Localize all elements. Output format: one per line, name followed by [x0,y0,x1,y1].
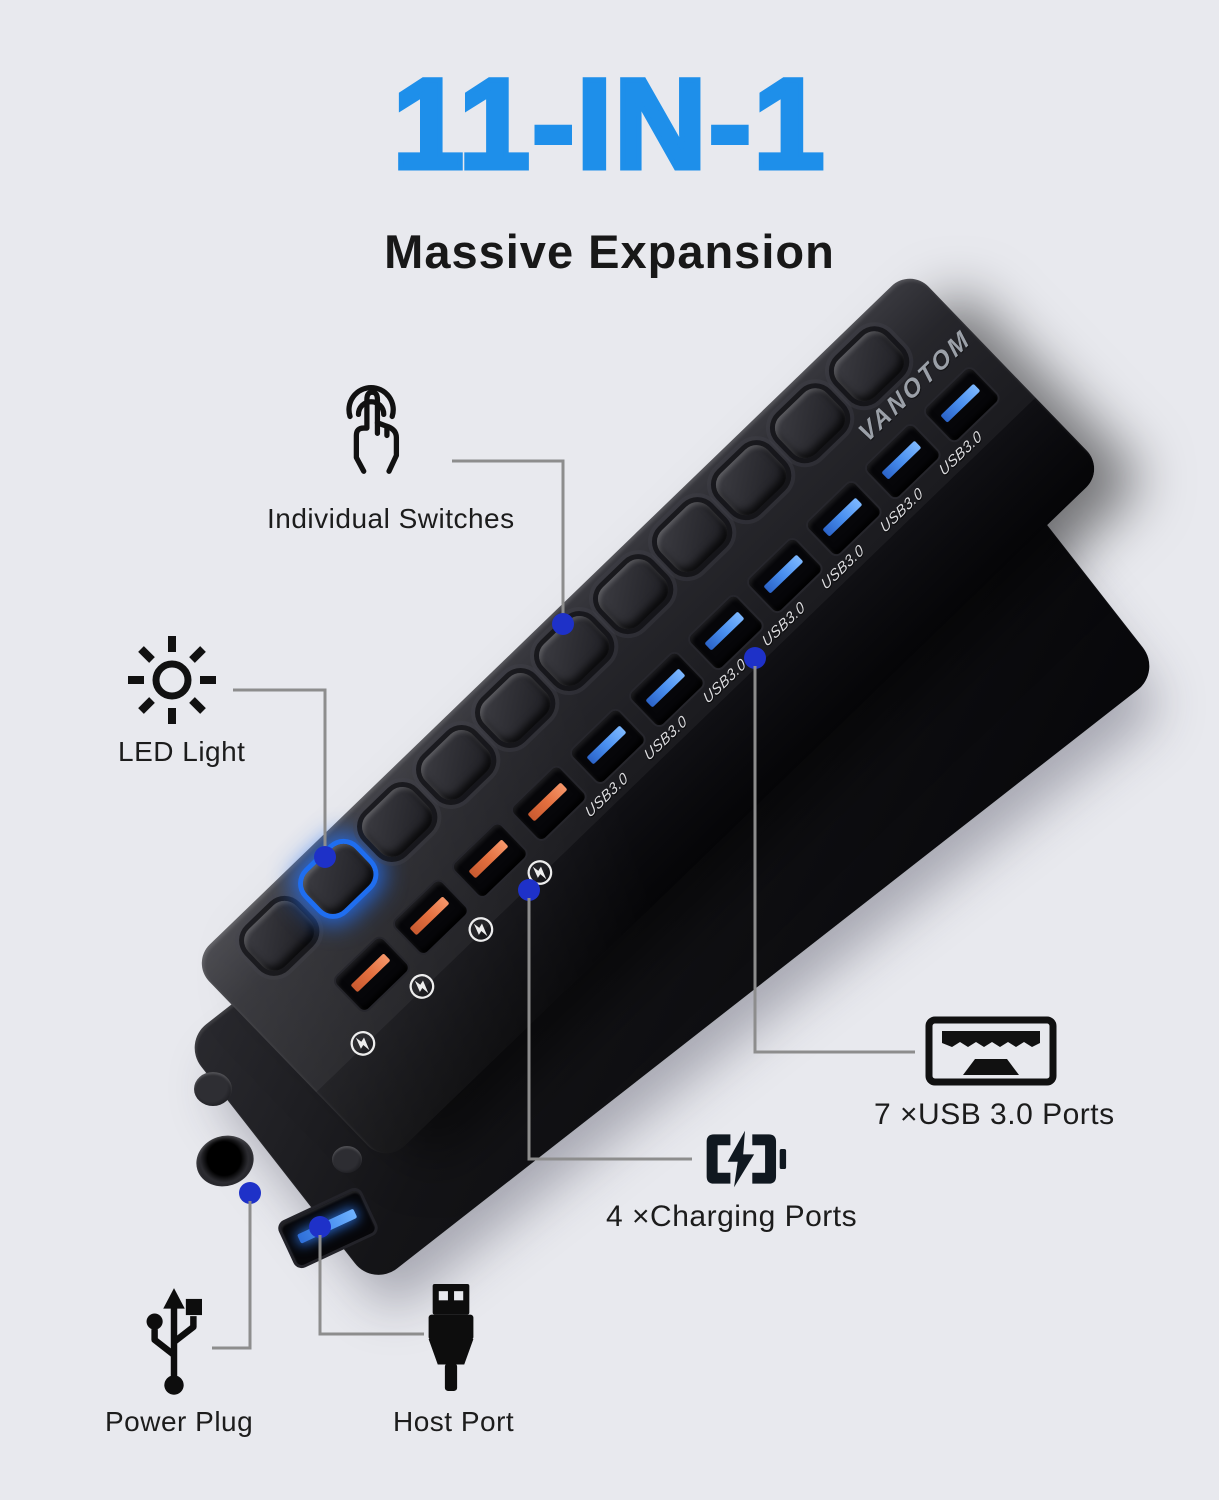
charging-port [448,819,532,942]
usb-trident-icon [138,1286,210,1398]
charging-port [507,762,591,885]
sun-icon [122,632,222,732]
rubber-foot [332,1146,362,1173]
lightning-circle-icon [403,968,440,1005]
port-tongue [586,725,627,765]
callout-usb-ports-label: 7 ×USB 3.0 Ports [874,1098,1115,1131]
usb-plug-icon [425,1282,477,1394]
dot-power-plug [239,1182,261,1204]
port-tongue [763,554,804,594]
switch-button [768,381,852,465]
usb3-port: USB3.0 [566,705,649,822]
page-subtitle: Massive Expansion [384,225,835,278]
port-tongue [409,896,450,936]
port-tongue [645,668,686,708]
usb3-port: USB3.0 [625,648,708,765]
usb3-port: USB3.0 [802,477,885,594]
callout-led-light-label: LED Light [118,736,246,767]
rubber-foot [194,1072,232,1106]
charging-port [330,933,414,1056]
port-tongue [468,839,509,879]
port-tongue [822,497,863,537]
line-power-plug [212,1201,252,1350]
page-title: 11-IN-1 [390,53,827,196]
switch-button [650,495,734,579]
battery-charging-icon [703,1130,787,1188]
port-tongue [881,440,922,480]
led-switch-button [296,837,381,921]
usb3-port: USB3.0 [743,534,826,651]
charging-port [389,876,473,999]
port-tongue [940,383,981,423]
switch-button [473,666,557,750]
line-individual-switches [452,459,565,618]
switch-button [709,438,793,522]
callout-host-port-label: Host Port [393,1406,515,1437]
callout-charging-ports-label: 4 ×Charging Ports [606,1200,858,1233]
port-tongue [704,611,745,651]
lightning-circle-icon [521,854,558,891]
switch-button [532,609,616,693]
callout-power-plug-label: Power Plug [105,1406,254,1437]
tap-icon [330,368,408,486]
power-jack-socket [189,1128,261,1194]
lightning-circle-icon [344,1025,381,1062]
line-led-light [233,688,327,850]
lightning-circle-icon [462,911,499,948]
switch-button [237,894,322,978]
switch-button [414,723,498,807]
port-tongue [296,1208,358,1244]
port-tongue [527,782,568,822]
callout-individual-switches-label: Individual Switches [267,503,515,534]
switch-button [355,780,440,864]
switch-button [591,552,675,636]
usb3-port: USB3.0 [684,591,767,708]
usb-receptacle-icon [925,1016,1057,1086]
port-tongue [350,953,391,993]
